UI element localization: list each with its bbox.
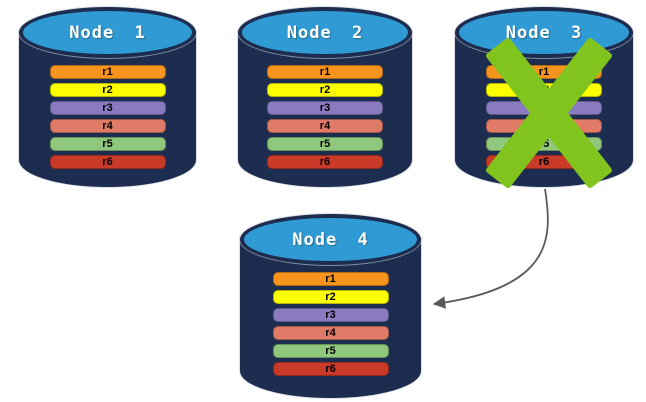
row-r6-label: r6 bbox=[319, 155, 331, 168]
row-r5-label: r5 bbox=[319, 137, 331, 150]
node-4-title: Node 4 bbox=[292, 229, 369, 250]
row-r6-label: r6 bbox=[102, 155, 113, 168]
row-r4-label: r4 bbox=[102, 119, 113, 132]
row-r1-label: r1 bbox=[102, 65, 113, 78]
row-r5: r5 bbox=[49, 137, 166, 151]
row-r5: r5 bbox=[272, 344, 389, 358]
row-r2-label: r2 bbox=[102, 83, 113, 96]
row-r2: r2 bbox=[49, 83, 166, 97]
row-r1: r1 bbox=[267, 65, 383, 79]
row-r2: r2 bbox=[267, 83, 383, 97]
row-r4-label: r4 bbox=[325, 326, 336, 339]
row-r3: r3 bbox=[267, 101, 383, 115]
row-r1-label: r1 bbox=[319, 65, 331, 78]
row-r5-label: r5 bbox=[325, 344, 336, 357]
row-r1-label: r1 bbox=[325, 272, 336, 285]
row-r3-label: r3 bbox=[325, 308, 336, 321]
row-r1: r1 bbox=[49, 65, 166, 79]
node-4-cylinder-top: Node 4 bbox=[240, 214, 421, 265]
row-r4-label: r4 bbox=[319, 119, 331, 132]
row-r3: r3 bbox=[272, 308, 389, 322]
row-r6-label: r6 bbox=[325, 362, 336, 375]
node-4: Node 4 r1 r2 r3 r4 r5 r6 bbox=[240, 214, 421, 398]
row-r2-label: r2 bbox=[319, 83, 331, 96]
row-r4: r4 bbox=[267, 119, 383, 133]
node-2-rows: r1 r2 r3 r4 r5 r6 bbox=[267, 65, 383, 169]
node-3-title: Node 3 bbox=[505, 22, 583, 43]
row-r1-label: r1 bbox=[538, 65, 550, 78]
node-1-cylinder-top: Node 1 bbox=[19, 7, 196, 58]
node-3-failed: Node 3 r1 r2 r3 r4 r5 r6 bbox=[455, 7, 633, 190]
row-r6: r6 bbox=[267, 155, 383, 169]
node-2-title: Node 2 bbox=[286, 22, 364, 43]
row-r6: r6 bbox=[272, 362, 389, 376]
row-r3: r3 bbox=[49, 101, 166, 115]
row-r3-label: r3 bbox=[102, 101, 113, 114]
node-4-rows: r1 r2 r3 r4 r5 r6 bbox=[272, 272, 389, 376]
node-1-rows: r1 r2 r3 r4 r5 r6 bbox=[49, 65, 166, 169]
row-r5: r5 bbox=[267, 137, 383, 151]
node-2-cylinder-top: Node 2 bbox=[238, 7, 412, 58]
row-r4: r4 bbox=[272, 326, 389, 340]
row-r5-label: r5 bbox=[102, 137, 113, 150]
failover-arrow-path bbox=[432, 188, 549, 309]
row-r3-label: r3 bbox=[319, 101, 331, 114]
node-2: Node 2 r1 r2 r3 r4 r5 r6 bbox=[238, 7, 412, 187]
node-1-title: Node 1 bbox=[69, 22, 146, 43]
row-r1: r1 bbox=[272, 272, 389, 286]
row-r4: r4 bbox=[49, 119, 166, 133]
node-1: Node 1 r1 r2 r3 r4 r5 r6 bbox=[19, 7, 196, 187]
row-r6: r6 bbox=[49, 155, 166, 169]
row-r6-label: r6 bbox=[538, 155, 550, 168]
row-r2-label: r2 bbox=[325, 290, 336, 303]
row-r2: r2 bbox=[272, 290, 389, 304]
